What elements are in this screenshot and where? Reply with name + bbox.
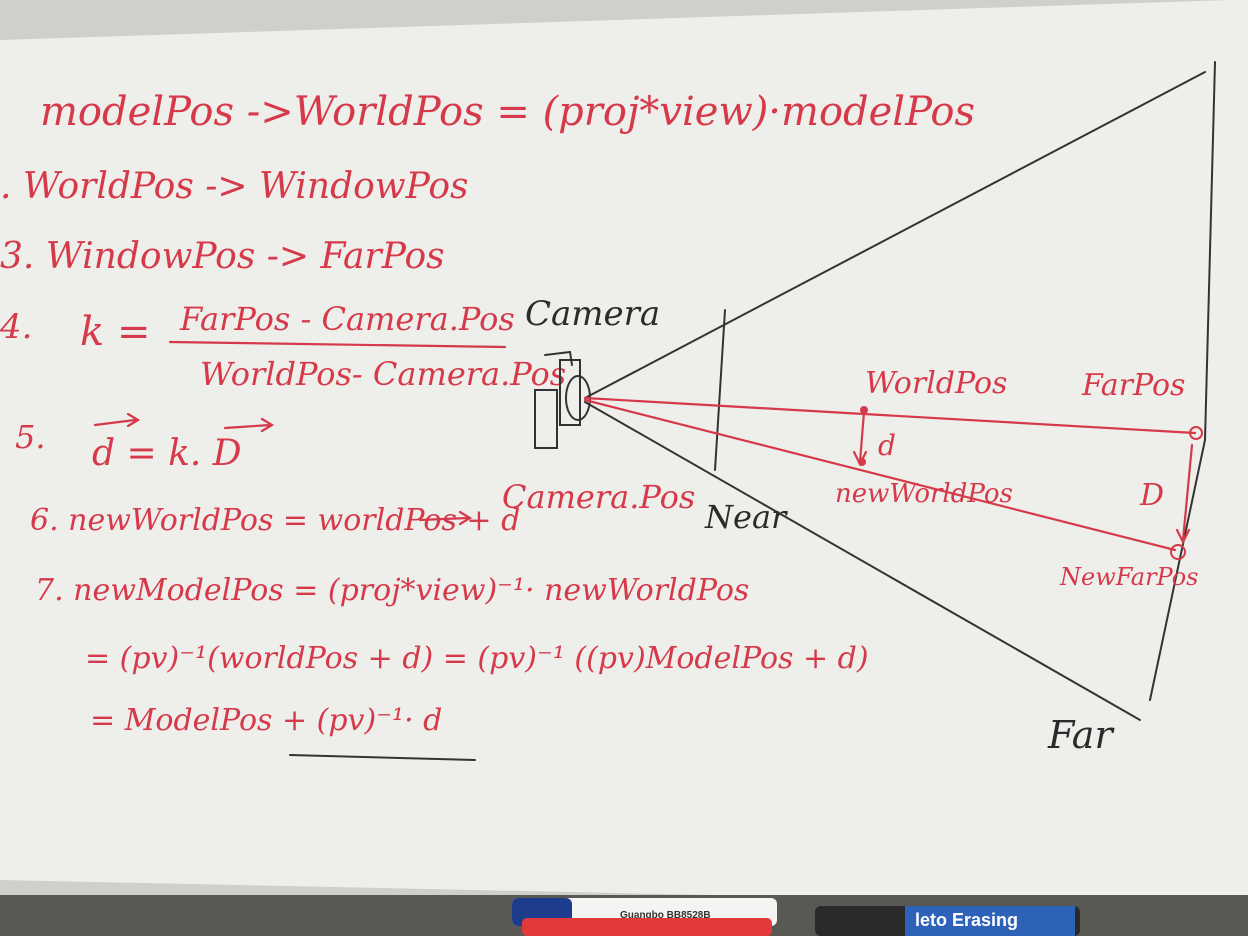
result-underline bbox=[289, 754, 476, 761]
markers: Guangbo BB8528B leto Erasing bbox=[512, 898, 1080, 936]
formula-line-6: 6. newWorldPos = worldPos + d bbox=[30, 503, 520, 538]
frustum-bottom-edge bbox=[584, 401, 1141, 721]
new-far-pos-point bbox=[1170, 544, 1186, 560]
frustum-diagram: Camera Camera.Pos Near Far WorldPos FarP… bbox=[502, 61, 1216, 757]
fraction-bar bbox=[168, 340, 507, 349]
ray-to-new-far-pos bbox=[583, 398, 1177, 552]
formula-list: modelPos ->WorldPos = (proj*view)·modelP… bbox=[0, 89, 975, 761]
world-pos-label: WorldPos bbox=[865, 366, 1007, 401]
red-marker[interactable] bbox=[522, 918, 772, 936]
formula-line-2: . WorldPos -> WindowPos bbox=[0, 166, 469, 207]
camera-sketch bbox=[534, 350, 591, 449]
new-world-pos-label: newWorldPos bbox=[835, 479, 1013, 509]
formula-line-9: = ModelPos + (pv)⁻¹· d bbox=[90, 703, 442, 738]
board-surface bbox=[0, 0, 1248, 905]
far-pos-point bbox=[1189, 426, 1203, 440]
far-label: Far bbox=[1047, 713, 1115, 757]
formula-line-3: 3. WindowPos -> FarPos bbox=[0, 236, 445, 277]
formula-line-4-denominator: WorldPos- Camera.Pos bbox=[200, 355, 566, 393]
near-plane bbox=[714, 309, 726, 471]
formula-line-5: d = k. D bbox=[92, 433, 242, 474]
black-marker-label: Guangbo BB8528B bbox=[620, 910, 711, 921]
world-pos-point bbox=[860, 406, 868, 414]
d-arrow bbox=[852, 410, 868, 467]
formula-line-4-numerator: FarPos - Camera.Pos bbox=[179, 300, 515, 338]
near-label: Near bbox=[704, 498, 788, 536]
vector-arrow-d bbox=[93, 412, 141, 428]
blue-marker-label: leto Erasing bbox=[915, 910, 1018, 930]
vector-arrow-6 bbox=[418, 510, 473, 526]
formula-line-4-lhs: k = bbox=[80, 309, 150, 355]
formula-line-5-number: 5. bbox=[15, 418, 46, 456]
new-far-pos-label: NewFarPos bbox=[1059, 563, 1199, 591]
D-label: D bbox=[1139, 478, 1164, 513]
frustum-top-edge bbox=[584, 71, 1206, 399]
formula-line-4-number: 4. bbox=[0, 307, 32, 347]
far-plane bbox=[1149, 61, 1216, 701]
camera-label: Camera bbox=[525, 294, 660, 334]
ray-to-far-pos bbox=[583, 396, 1197, 435]
D-arrow bbox=[1175, 443, 1194, 545]
formula-line-8: = (pv)⁻¹(worldPos + d) = (pv)⁻¹ ((pv)Mod… bbox=[85, 641, 869, 676]
camera-pos-label: Camera.Pos bbox=[502, 478, 695, 516]
vector-arrow-D bbox=[223, 417, 275, 433]
far-pos-label: FarPos bbox=[1081, 368, 1185, 403]
d-label: d bbox=[878, 429, 896, 462]
formula-line-1: modelPos ->WorldPos = (proj*view)·modelP… bbox=[40, 89, 975, 135]
formula-line-7: 7. newModelPos = (proj*view)⁻¹· newWorld… bbox=[35, 573, 749, 608]
